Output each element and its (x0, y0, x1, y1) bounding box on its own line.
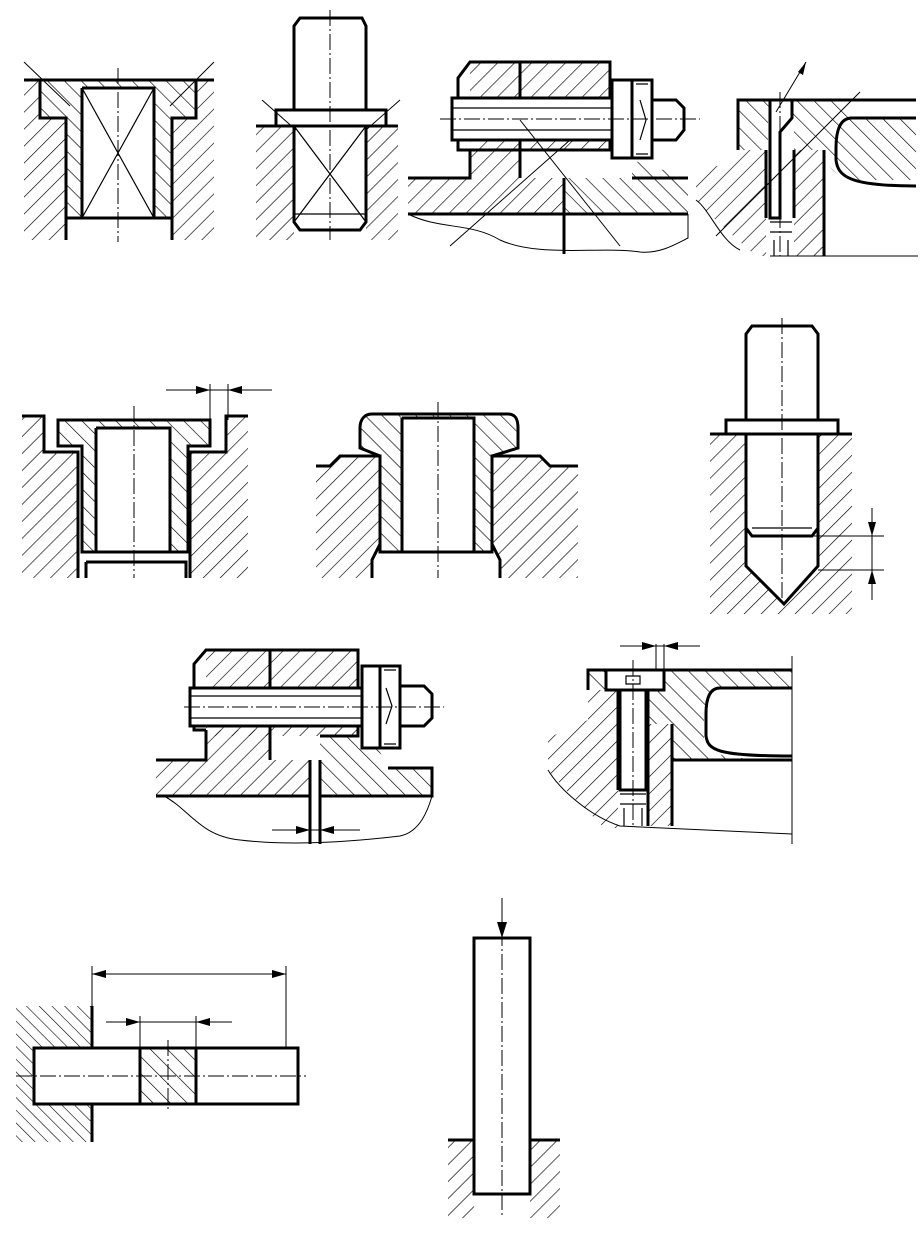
fig-7-pin-blind-hole (710, 318, 884, 614)
fig-11-vertical-rod (448, 898, 560, 1218)
fig-2-stepped-pin (256, 10, 401, 240)
fig-6-bushing-recessed (316, 402, 578, 578)
fig-8-bolted-joint-gap (156, 648, 444, 844)
fig-10-bar-on-support (16, 966, 306, 1142)
fig-4-screw-cover (695, 61, 918, 257)
fig-3-bolted-joint (407, 60, 700, 254)
fig-1-flanged-bushing (23, 61, 215, 242)
fig-9-screw-cover-clearance (547, 642, 793, 844)
fig-5-flanged-bushing-gap (22, 384, 272, 578)
